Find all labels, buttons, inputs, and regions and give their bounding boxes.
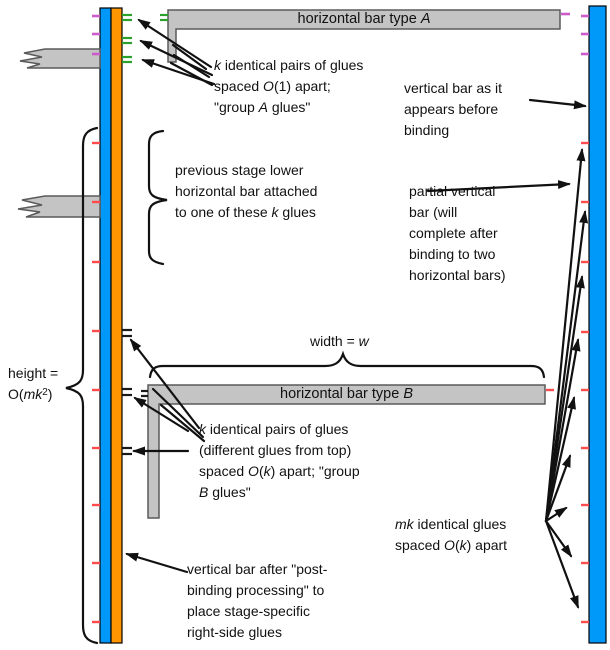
torn-bar-middle	[17, 195, 101, 218]
height-label: height = O(mk2)	[8, 365, 59, 402]
mk-glues-label: mk identical glues spaced O(k) apart	[395, 516, 508, 553]
partial-bar-arrow	[426, 180, 571, 193]
left-bar-group-b-glue-pairs	[122, 328, 132, 456]
width-label: width = w	[310, 333, 369, 349]
bar-a-title: horizontal bar type A	[297, 11, 431, 28]
right-bar-magenta-glues	[581, 14, 589, 56]
right-bar-red-glues	[581, 141, 589, 624]
vbar-before-binding-label: vertical bar as it appears before bindin…	[404, 80, 503, 138]
torn-bar-top	[19, 48, 101, 69]
bar-b-left-glue-pair	[141, 389, 148, 398]
glue-ticks	[92, 12, 589, 624]
left-bar-red-glues	[92, 141, 100, 624]
height-brace	[65, 126, 99, 645]
group-b-glues-label: k identical pairs of glues (different gl…	[199, 421, 360, 500]
right-vertical-bar	[588, 5, 607, 644]
left-vertical-bar	[99, 7, 123, 644]
partial-vertical-bar-label: partial vertical bar (will complete afte…	[409, 183, 506, 283]
horizontal-bar-b	[147, 384, 546, 519]
mk-glues-arrow-fan	[544, 148, 589, 609]
bar-a-left-glue-pair	[160, 13, 168, 22]
vbar-before-arrow	[528, 98, 587, 110]
group-b-arrows	[129, 338, 206, 456]
prev-stage-brace	[147, 129, 168, 266]
left-vertical-bar-blue-strip	[99, 7, 112, 644]
post-binding-arrow	[125, 552, 189, 574]
left-vertical-bar-orange-strip	[110, 7, 123, 644]
group-a-glues-label: k identical pairs of glues spaced O(1) a…	[214, 57, 364, 115]
width-brace	[148, 350, 546, 379]
left-bar-group-a-glue-pairs	[122, 13, 132, 64]
group-a-arrows	[137, 18, 216, 87]
horizontal-bar-a	[167, 9, 561, 63]
prev-stage-bar-label: previous stage lower horizontal bar atta…	[175, 162, 318, 220]
left-bar-magenta-glues	[92, 14, 100, 56]
post-binding-label: vertical bar after "post- binding proces…	[187, 561, 328, 640]
bar-b-title: horizontal bar type B	[280, 386, 413, 403]
